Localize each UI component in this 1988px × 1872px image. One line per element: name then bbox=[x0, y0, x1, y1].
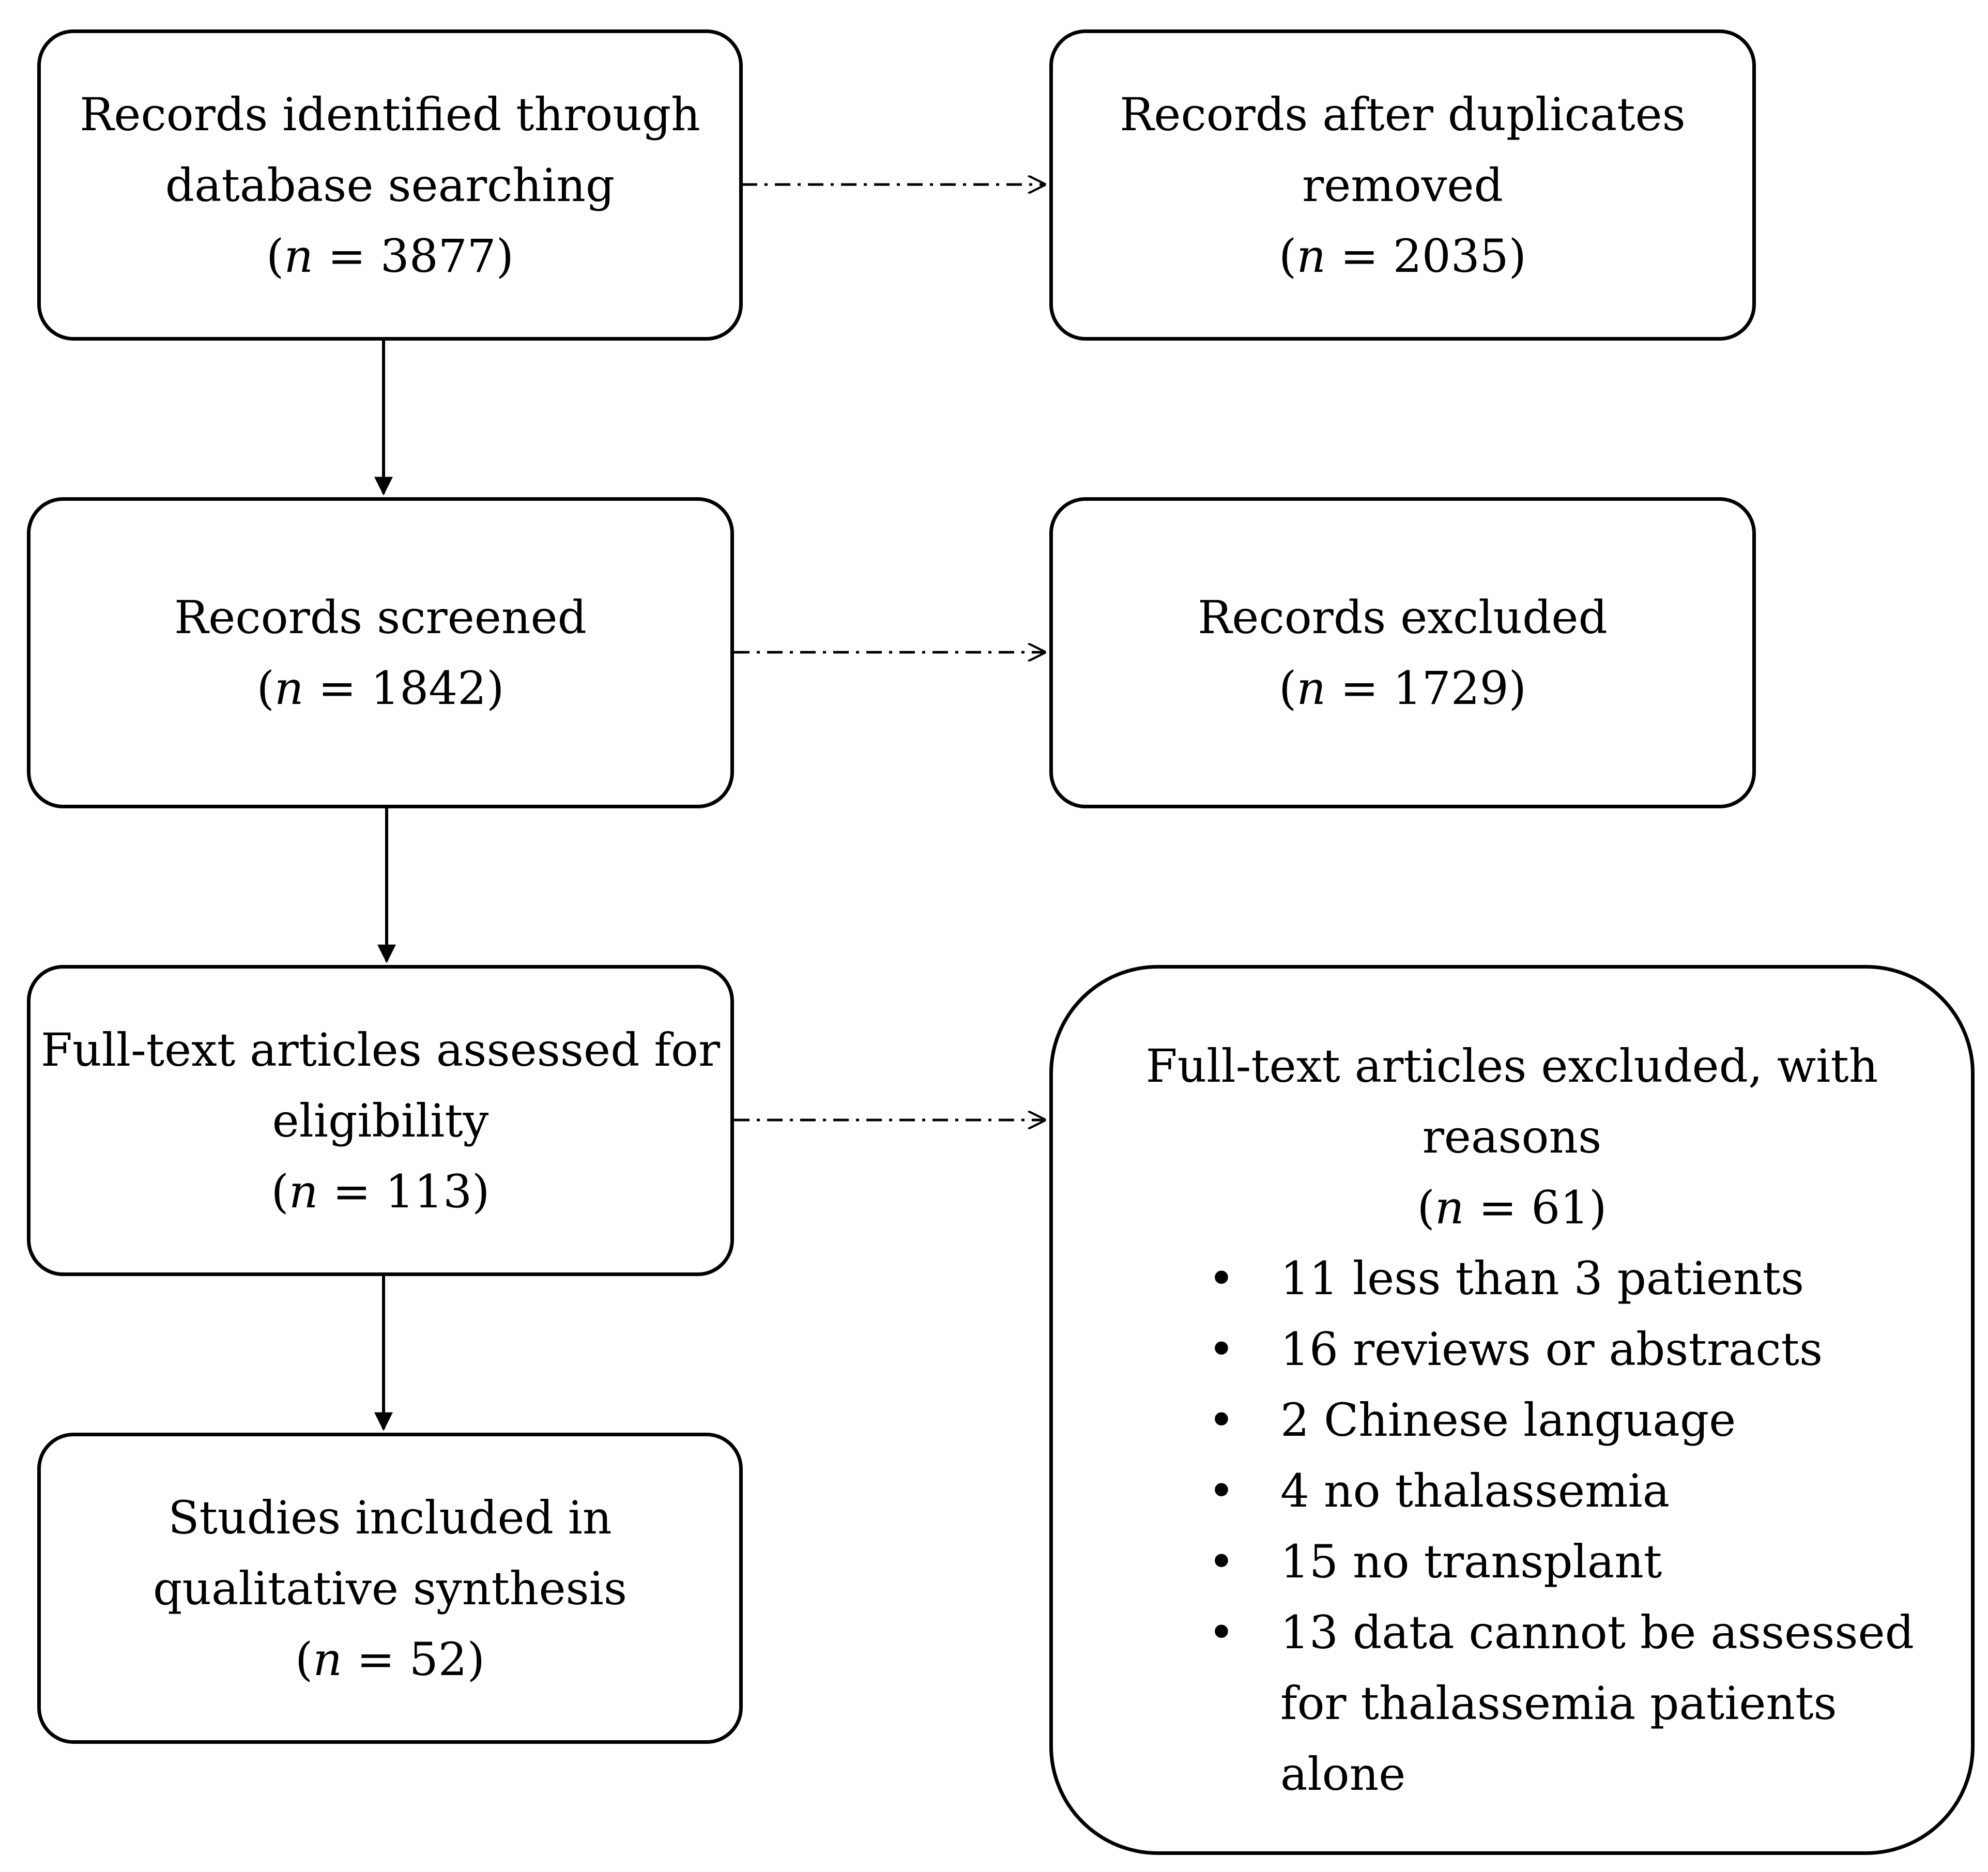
list-item: • 13 data cannot be assessed for thalasse… bbox=[1053, 1597, 1971, 1809]
reason-text: 11 less than 3 patients bbox=[1280, 1252, 1805, 1305]
full-text-assessed-count: (n = 113) bbox=[271, 1164, 490, 1218]
records-excluded-count: (n = 1729) bbox=[1279, 662, 1526, 715]
records-identified-box: Records identified through database sear… bbox=[37, 29, 743, 341]
reason-text: 15 no transplant bbox=[1280, 1535, 1662, 1588]
reason-text: 2 Chinese language bbox=[1280, 1393, 1736, 1447]
full-text-assessed-box: Full-text articles assessed for eligibil… bbox=[27, 965, 734, 1276]
full-text-excluded-box: Full-text articles excluded, with reason… bbox=[1049, 965, 1975, 1855]
records-excluded-line-1: Records excluded bbox=[1198, 591, 1608, 644]
full-text-excluded-count: (n = 61) bbox=[1417, 1181, 1607, 1234]
studies-included-count: (n = 52) bbox=[295, 1632, 485, 1686]
records-screened-count: (n = 1842) bbox=[256, 662, 504, 715]
records-screened-box: Records screened (n = 1842) bbox=[27, 497, 734, 808]
records-identified-line-1: Records identified through bbox=[80, 87, 700, 141]
studies-included-line-2: qualitative synthesis bbox=[153, 1561, 627, 1615]
full-text-assessed-line-1: Full-text articles assessed for bbox=[40, 1023, 721, 1077]
reason-text: 4 no thalassemia bbox=[1280, 1464, 1670, 1517]
list-item: • 16 reviews or abstracts bbox=[1053, 1314, 1971, 1385]
bullet-icon: • bbox=[1208, 1606, 1235, 1659]
reason-text: 13 data cannot be assessed for thalassem… bbox=[1280, 1606, 1914, 1801]
bullet-icon: • bbox=[1208, 1252, 1235, 1305]
records-after-duplicates-box: Records after duplicates removed (n = 20… bbox=[1049, 29, 1756, 341]
list-item: • 2 Chinese language bbox=[1053, 1385, 1971, 1455]
studies-included-box: Studies included in qualitative synthesi… bbox=[37, 1433, 743, 1744]
full-text-assessed-line-2: eligibility bbox=[272, 1094, 489, 1147]
list-item: • 11 less than 3 patients bbox=[1053, 1243, 1971, 1314]
bullet-icon: • bbox=[1208, 1323, 1235, 1376]
list-item: • 15 no transplant bbox=[1053, 1526, 1971, 1597]
bullet-icon: • bbox=[1208, 1393, 1235, 1447]
full-text-excluded-line-1: Full-text articles excluded, with bbox=[1145, 1039, 1878, 1093]
records-excluded-box: Records excluded (n = 1729) bbox=[1049, 497, 1756, 808]
records-after-duplicates-line-2: removed bbox=[1302, 158, 1503, 212]
studies-included-line-1: Studies included in bbox=[168, 1491, 612, 1544]
records-identified-line-2: database searching bbox=[165, 158, 615, 212]
exclusion-reasons-list: • 11 less than 3 patients • 16 reviews or … bbox=[1053, 1243, 1971, 1809]
full-text-excluded-line-2: reasons bbox=[1422, 1110, 1602, 1163]
bullet-icon: • bbox=[1208, 1535, 1235, 1588]
reason-text: 16 reviews or abstracts bbox=[1280, 1323, 1823, 1376]
records-after-duplicates-count: (n = 2035) bbox=[1279, 229, 1526, 283]
records-identified-count: (n = 3877) bbox=[266, 229, 514, 283]
list-item: • 4 no thalassemia bbox=[1053, 1455, 1971, 1526]
records-screened-line-1: Records screened bbox=[174, 591, 587, 644]
bullet-icon: • bbox=[1208, 1464, 1235, 1517]
records-after-duplicates-line-1: Records after duplicates bbox=[1120, 87, 1686, 141]
